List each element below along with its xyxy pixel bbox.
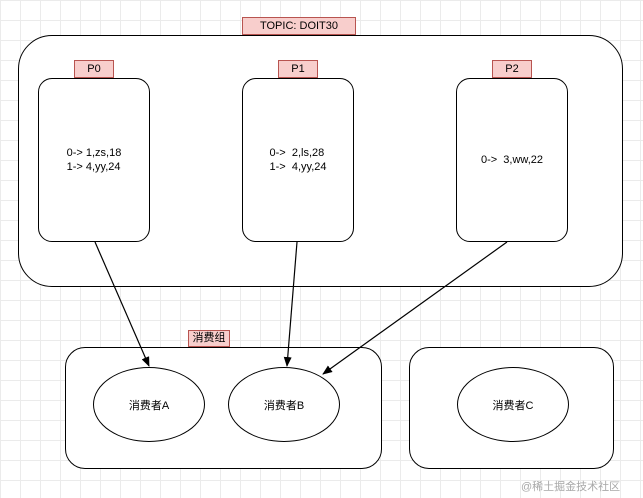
consumer-a: 消费者A: [93, 367, 205, 442]
consumer-group-label: 消费组: [188, 330, 230, 347]
partition-p2-label: P2: [492, 60, 532, 78]
partition-p2-records: 0-> 3,ww,22: [481, 153, 543, 167]
consumer-c: 消费者C: [457, 367, 569, 442]
arrow-p0-to-consumer-a: [94, 241, 150, 367]
partition-p1-label: P1: [278, 60, 318, 78]
partition-p1: 0-> 2,ls,28 1-> 4,yy,24: [242, 78, 354, 242]
record-line: 0-> 2,ls,28: [269, 147, 325, 159]
partition-p0-label: P0: [74, 60, 114, 78]
partition-p0: 0-> 1,zs,18 1-> 4,yy,24: [38, 78, 150, 242]
watermark: @稀土掘金技术社区: [521, 481, 621, 493]
consumer-a-label: 消费者A: [128, 399, 170, 412]
partition-p2: 0-> 3,ww,22: [456, 78, 568, 242]
arrow-p1-to-consumer-b: [283, 241, 298, 367]
consumer-b-label: 消费者B: [263, 399, 305, 412]
consumer-b: 消费者B: [228, 367, 340, 442]
consumer-c-label: 消费者C: [492, 399, 534, 412]
record-line: 0-> 3,ww,22: [480, 154, 544, 166]
partition-p1-records: 0-> 2,ls,28 1-> 4,yy,24: [270, 146, 327, 174]
topic-label: TOPIC: DOIT30: [242, 17, 356, 35]
record-line: 1-> 4,yy,24: [269, 161, 327, 173]
partition-p0-records: 0-> 1,zs,18 1-> 4,yy,24: [67, 146, 122, 174]
arrow-p2-to-consumer-b: [322, 241, 508, 375]
record-line: 1-> 4,yy,24: [66, 161, 121, 173]
record-line: 0-> 1,zs,18: [66, 147, 122, 159]
